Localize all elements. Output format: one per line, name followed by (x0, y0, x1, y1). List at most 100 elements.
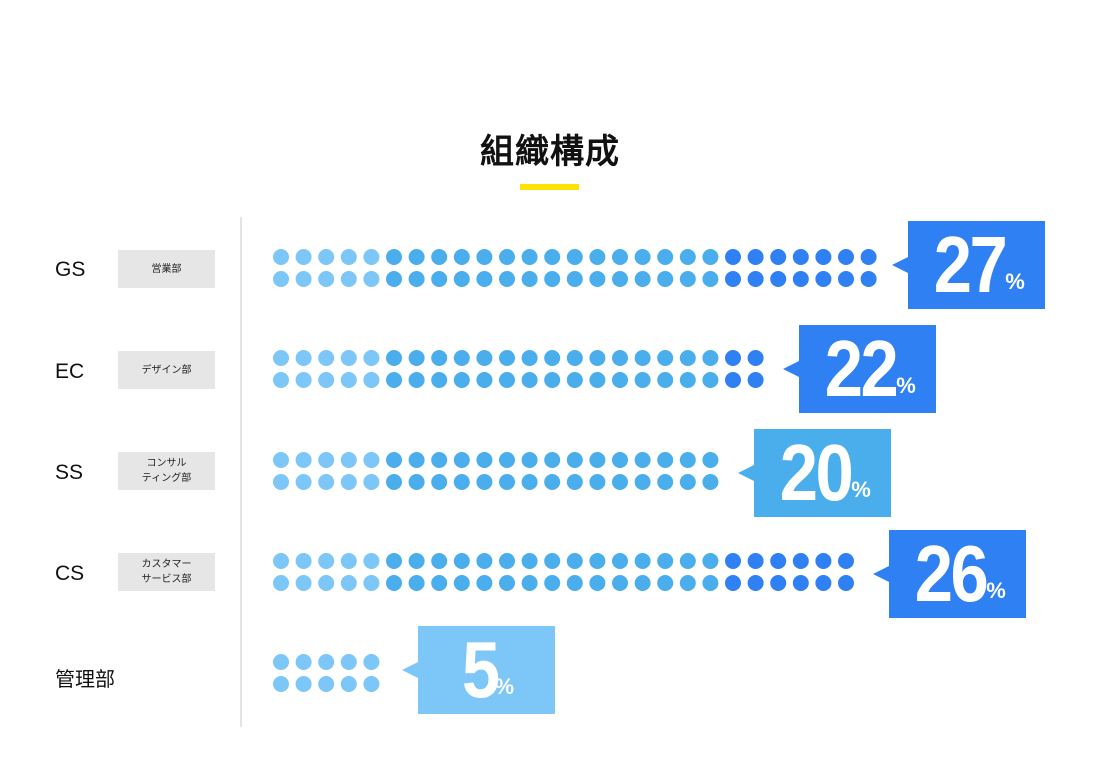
percent-unit: % (986, 578, 1006, 603)
dot-mark (657, 350, 674, 366)
dot-mark (612, 372, 628, 388)
dot-mark (340, 271, 357, 287)
dot-mark (702, 271, 719, 287)
dot-mark (544, 372, 561, 388)
dot-mark (521, 372, 538, 388)
dot-mark (679, 249, 696, 265)
dot-mark (702, 372, 719, 388)
dot-mark (408, 271, 425, 287)
dept-label-customer-service: カスタマー サービス部 (118, 553, 215, 591)
dot-mark (340, 249, 357, 265)
dot-mark (521, 575, 538, 591)
percent-unit: % (1005, 269, 1025, 294)
dot-mark (679, 350, 696, 366)
dot-mark (815, 575, 832, 591)
value-callout-admin: 5 % (402, 625, 555, 714)
dot-mark (544, 575, 561, 591)
dot-mark (702, 575, 719, 591)
dot-mark (340, 676, 357, 692)
dot-mark (589, 350, 606, 366)
dept-label-sales: 営業部 (118, 250, 215, 288)
dot-mark (544, 350, 561, 366)
dot-mark (634, 249, 651, 265)
dot-mark (612, 575, 628, 591)
value-label: 5 (461, 625, 500, 714)
dot-mark (725, 350, 741, 366)
dot-mark (566, 249, 583, 265)
dot-mark (499, 575, 515, 591)
dot-mark (476, 350, 493, 366)
dept-label-consulting: コンサル ティング部 (118, 452, 215, 490)
dot-mark (838, 249, 854, 265)
dot-mark (318, 350, 335, 366)
dot-mark (521, 452, 538, 468)
dot-mark (273, 553, 289, 569)
callout-pointer (402, 662, 418, 678)
value-label: 27 (934, 220, 1008, 309)
dot-mark (340, 350, 357, 366)
dot-mark (747, 372, 764, 388)
dot-mark (589, 452, 606, 468)
dot-mark (476, 249, 493, 265)
dot-mark (657, 553, 674, 569)
dot-mark (770, 553, 787, 569)
dot-mark (408, 350, 425, 366)
dot-mark (386, 452, 402, 468)
dot-mark (363, 575, 380, 591)
dot-mark (453, 452, 470, 468)
dot-mark (566, 474, 583, 490)
dot-mark (612, 350, 628, 366)
value-callout-ss: 20 % (738, 429, 891, 517)
dot-mark (747, 249, 764, 265)
dot-mark (544, 452, 561, 468)
dot-mark (521, 271, 538, 287)
dot-mark (453, 372, 470, 388)
dot-mark (589, 249, 606, 265)
dot-mark (386, 249, 402, 265)
dot-mark (318, 271, 335, 287)
dot-mark (273, 350, 289, 366)
dot-mark (453, 350, 470, 366)
dot-mark (295, 350, 312, 366)
row-code-cs: CS (55, 562, 85, 585)
callout-pointer (783, 361, 799, 377)
dot-mark (295, 474, 312, 490)
dot-mark (657, 474, 674, 490)
chart-title: 組織構成 (480, 132, 620, 172)
dot-mark (318, 249, 335, 265)
dot-mark (476, 575, 493, 591)
dot-mark (612, 474, 628, 490)
dot-mark (702, 452, 719, 468)
dot-mark (521, 350, 538, 366)
dot-mark (747, 350, 764, 366)
dot-mark (634, 271, 651, 287)
dot-mark (363, 676, 380, 692)
dot-mark (318, 372, 335, 388)
dot-mark (634, 350, 651, 366)
dot-mark (634, 474, 651, 490)
dot-mark (453, 553, 470, 569)
row-code-ec: EC (55, 360, 85, 383)
dot-mark (318, 474, 335, 490)
dot-mark (657, 452, 674, 468)
axis-divider (240, 217, 242, 727)
dot-mark (408, 372, 425, 388)
dot-mark (499, 474, 515, 490)
dot-mark (453, 271, 470, 287)
dot-mark (386, 474, 402, 490)
title-underline (520, 184, 579, 190)
dot-mark (679, 452, 696, 468)
dot-mark (838, 553, 854, 569)
dot-mark (815, 249, 832, 265)
row-code-gs: GS (55, 258, 86, 281)
dot-mark (318, 676, 335, 692)
dot-mark (521, 553, 538, 569)
dot-mark (408, 575, 425, 591)
dot-mark (679, 474, 696, 490)
dot-mark (295, 372, 312, 388)
dot-mark (453, 249, 470, 265)
dot-mark (453, 575, 470, 591)
dot-mark (815, 271, 832, 287)
dot-mark (725, 249, 741, 265)
dot-mark (792, 249, 809, 265)
